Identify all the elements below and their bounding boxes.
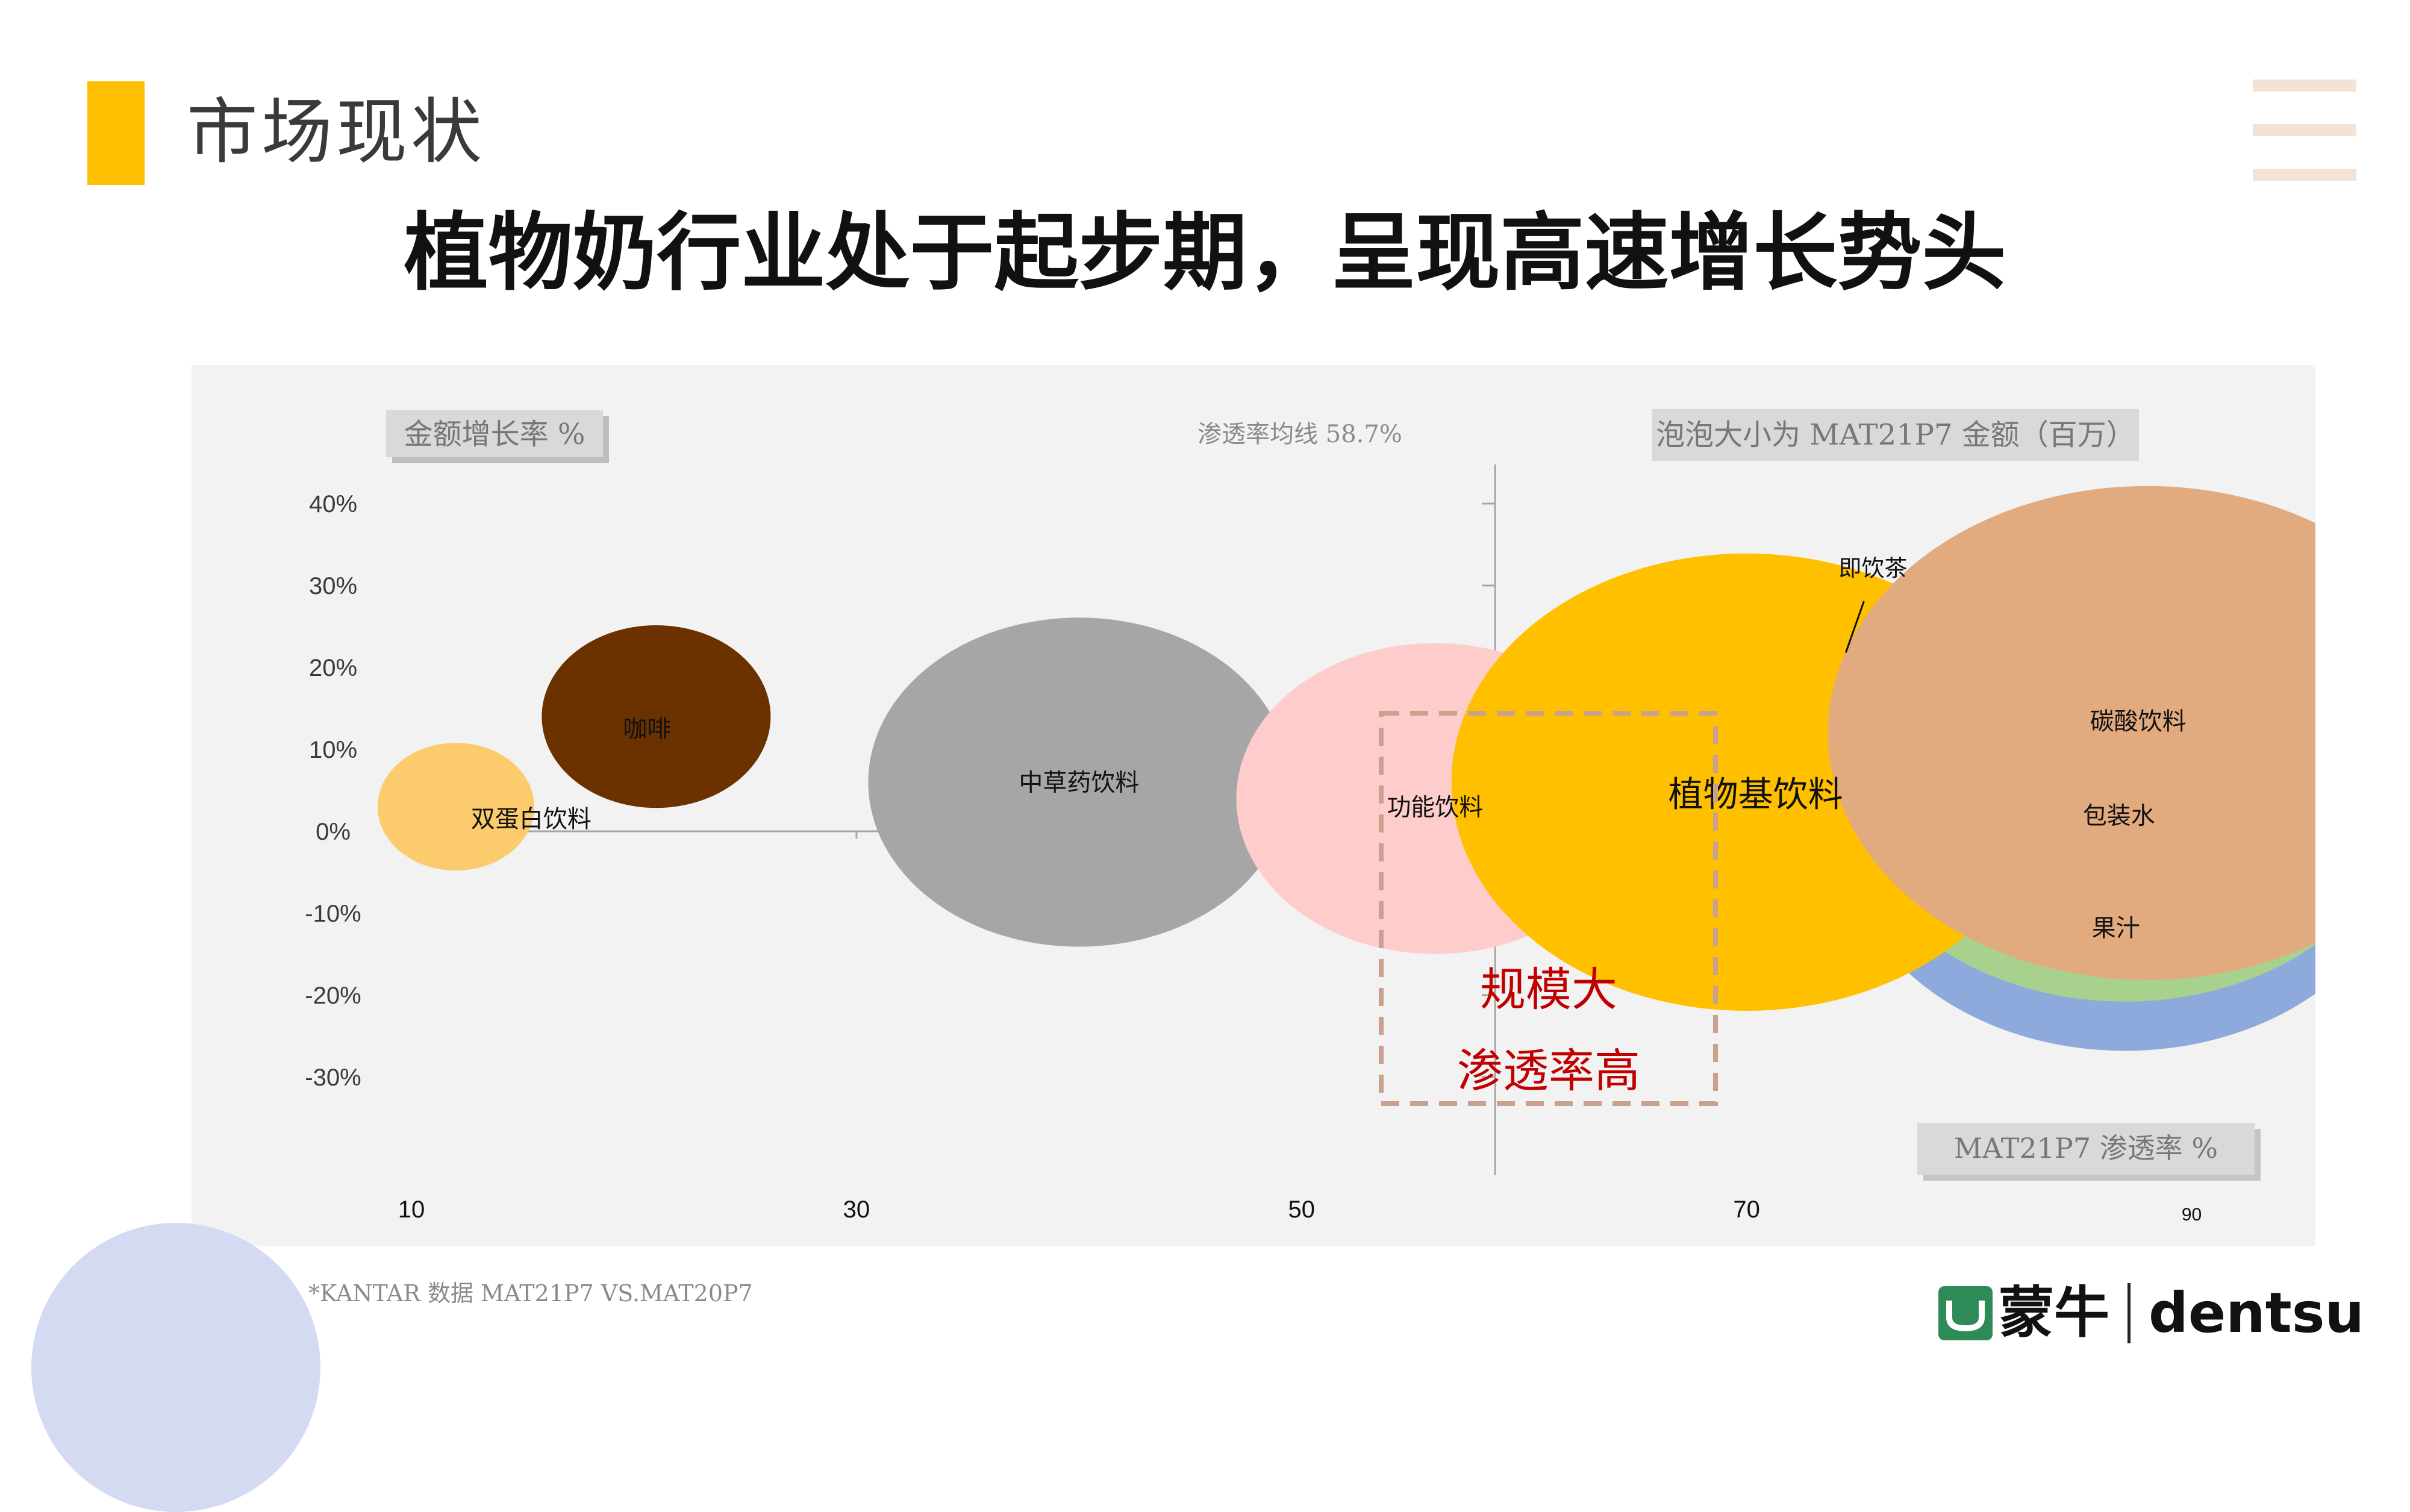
y-tick-label: -10% [305,901,361,927]
x-tick-label: 50 [1288,1196,1316,1223]
bubble [1828,486,2315,980]
y-tick-label: 10% [309,737,357,763]
y-axis-title-box [386,410,603,457]
y-axis-title: 金额增长率 % [404,417,585,451]
x-tick-label: 70 [1733,1196,1760,1223]
section-title: 市场现状 [187,90,486,173]
x-tick-label: 30 [843,1196,870,1223]
bubble-label: 咖啡 [623,716,671,743]
bubble [542,625,771,808]
accent-bar [87,81,145,185]
bubble-size-note-box [1652,409,2139,461]
brand-separator [2127,1283,2131,1343]
menu-lines-icon[interactable] [2253,80,2356,181]
bubble-label: 果汁 [2092,914,2140,942]
brand-name-cn: 蒙牛 [1999,1281,2110,1345]
labels-layer: 40% 30% 20% 10% 0% -10% -20% -30% 10 30 50 70 90 金额增长… [305,409,2261,1225]
highlight-text-line-1: 规模大 [1480,963,1617,1016]
leader-line [1844,601,1865,653]
headline: 植物奶行业处于起步期，呈现高速增长势头 [404,204,2006,302]
bubbles-layer [377,486,2315,1051]
mengniu-logo-icon [1938,1286,1993,1340]
brand-logo: 蒙牛 dentsu [1938,1277,2364,1349]
x-axis-title: MAT21P7 渗透率 % [1954,1132,2218,1164]
y-tick-label: -30% [305,1064,361,1091]
bubble-label: 中草药饮料 [1019,769,1139,796]
highlight-box [1379,711,1718,1106]
bubble-label: 植物基饮料 [1669,774,1843,815]
bubble [377,743,534,871]
y-tick-label: 0% [316,819,351,845]
x-axis-title-box [1917,1123,2255,1175]
bubble-label: 双蛋白饮料 [471,805,592,833]
bubble-label: 包装水 [2083,802,2155,829]
chart-panel: 40% 30% 20% 10% 0% -10% -20% -30% 10 30 50 70 90 金额增长… [192,365,2315,1246]
y-tick-label: 30% [309,573,357,599]
x-tick-label: 10 [398,1196,425,1223]
bubble-size-note: 泡泡大小为 MAT21P7 金额（百万） [1656,418,2135,452]
bubble-label: 功能饮料 [1387,794,1483,822]
bubble-label: 碳酸饮料 [2090,708,2187,736]
x-tick-label: 90 [2182,1205,2202,1225]
decorative-circle [31,1223,320,1512]
bubble-chart: 40% 30% 20% 10% 0% -10% -20% -30% 10 30 50 70 90 金额增长… [305,409,2315,1225]
average-line-label: 渗透率均线 58.7% [1197,420,1402,448]
y-tick-label: 20% [309,655,357,681]
y-tick-label: 40% [309,491,357,517]
y-tick-label: -20% [305,982,361,1009]
bubble-label: 即饮茶 [1838,555,1907,582]
bubble [868,617,1290,947]
footnote: *KANTAR 数据 MAT21P7 VS.MAT20P7 [308,1280,753,1307]
brand-name-en: dentsu [2149,1281,2364,1345]
highlight-text-line-2: 渗透率高 [1457,1044,1640,1098]
